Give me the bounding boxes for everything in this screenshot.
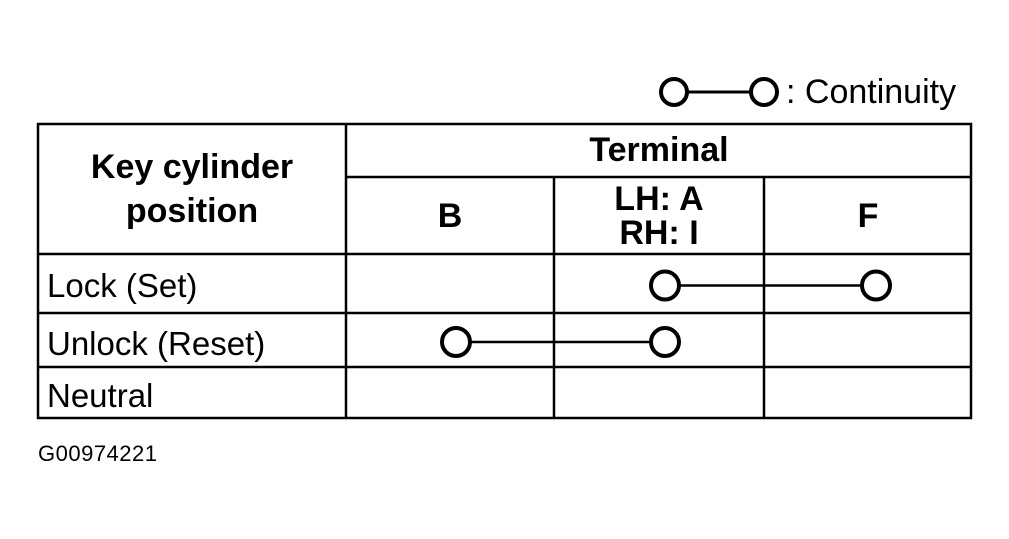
continuity-node-unlock-b (440, 326, 472, 358)
legend-text: : Continuity (786, 73, 957, 111)
key-cylinder-position-header: Key cylinder position (38, 124, 346, 254)
continuity-node-lock-f (860, 269, 892, 302)
terminal-group-label: Terminal (589, 131, 729, 169)
terminal-group-header: Terminal (346, 124, 972, 176)
figure-id: G00974221 (38, 441, 158, 466)
header-left-line-1: Key cylinder (90, 148, 294, 186)
continuity-symbol-icon (659, 77, 779, 107)
header-left-line-2: position (125, 192, 259, 230)
continuity-node-unlock-a (649, 326, 681, 358)
row-label-lock: Lock (Set) (47, 267, 198, 304)
terminal-header-f: F (764, 178, 972, 254)
row-label-unlock: Unlock (Reset) (47, 325, 266, 362)
table-border (36, 122, 973, 420)
terminal-a-line-2: RH: I (619, 214, 699, 252)
row-label-neutral: Neutral (47, 377, 154, 414)
continuity-node-lock-a (649, 269, 681, 302)
terminal-f-label: F (857, 197, 879, 235)
continuity-legend: : Continuity (658, 72, 956, 112)
terminal-b-label: B (437, 197, 463, 235)
terminal-header-a: LH: A RH: I (554, 178, 764, 254)
terminal-header-b: B (346, 178, 554, 254)
terminal-a-line-1: LH: A (614, 180, 704, 218)
